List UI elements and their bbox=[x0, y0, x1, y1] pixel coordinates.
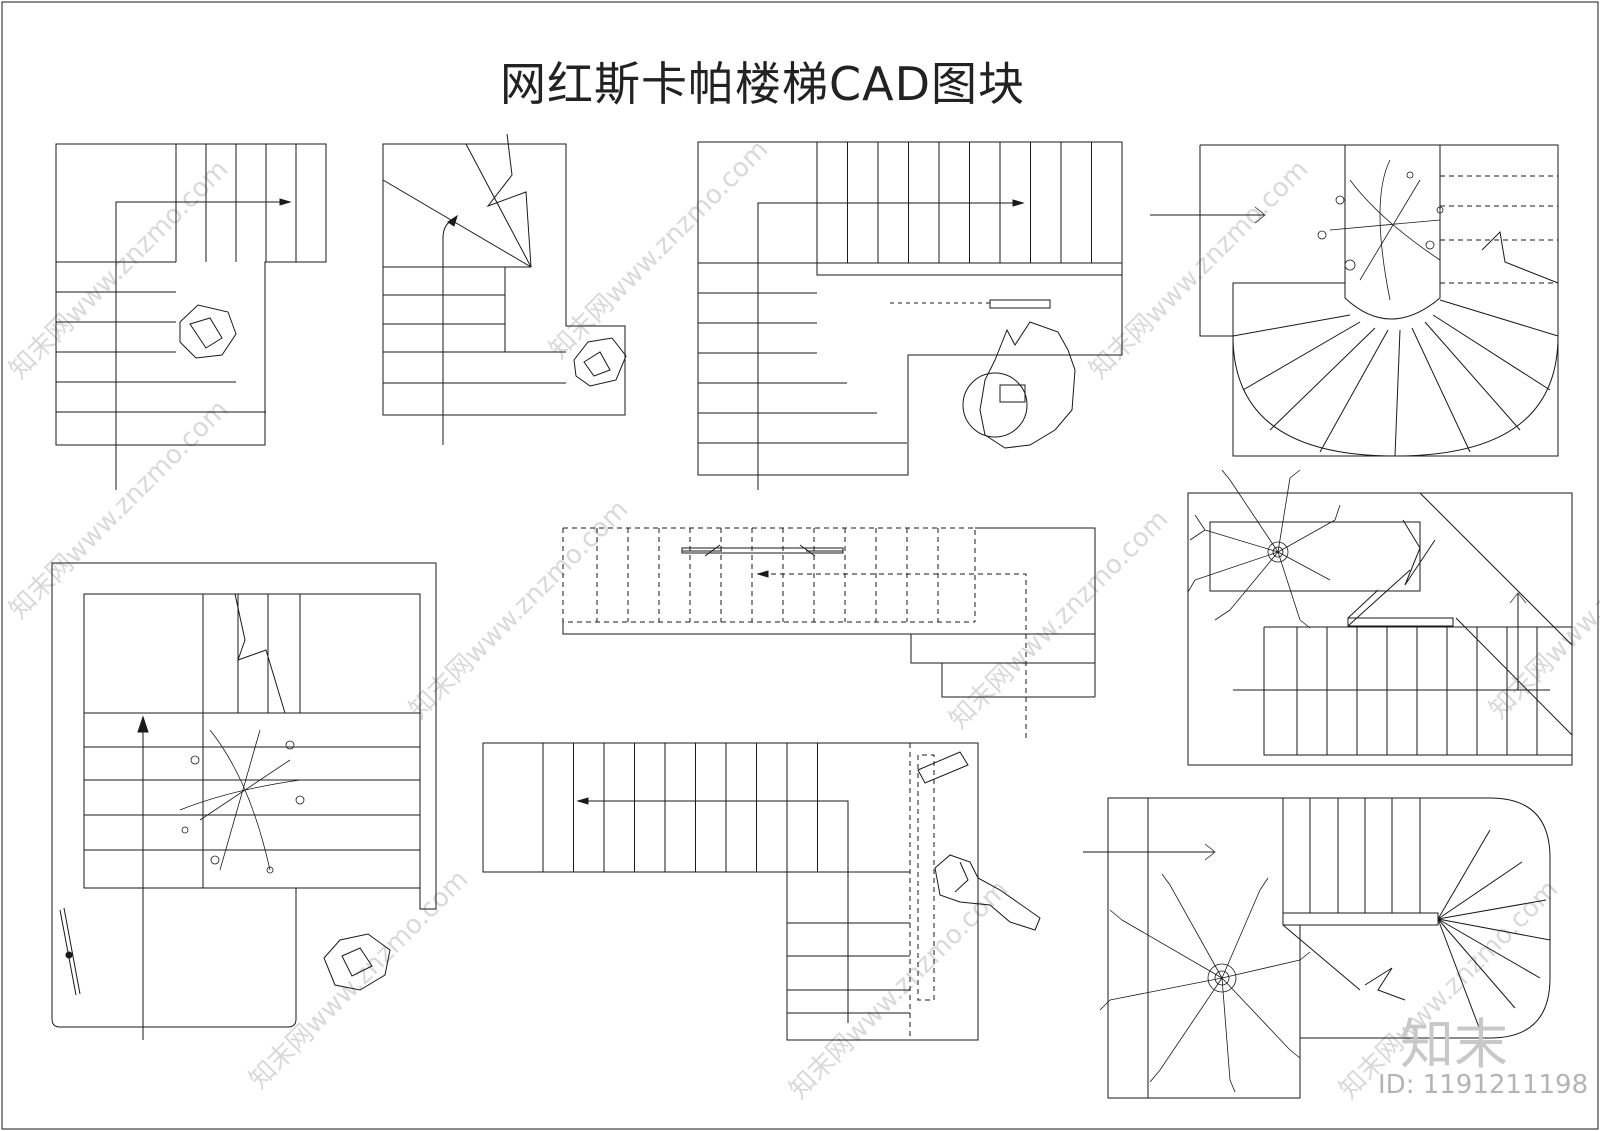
tree-icon bbox=[1187, 469, 1341, 629]
watermark-layer: 知末网www.znzmo.com 知末网www.znzmo.com 知末网www… bbox=[4, 134, 1600, 1105]
watermark-8: 知末网www.znzmo.com bbox=[244, 864, 475, 1095]
watermark-4: 知末网www.znzmo.com bbox=[4, 394, 235, 625]
plan-dashed-straight-stair bbox=[562, 527, 1096, 738]
person-topview-icon bbox=[962, 321, 1076, 449]
watermark-2: 知末网www.znzmo.com bbox=[544, 134, 775, 365]
tree-icon bbox=[179, 729, 305, 874]
brand-logo-text: 知末 bbox=[1400, 1013, 1508, 1076]
watermark-5: 知末网www.znzmo.com bbox=[404, 494, 635, 725]
plan-u-turn-stair bbox=[697, 141, 1123, 490]
plan-spiral-landing-stair bbox=[1150, 144, 1559, 457]
rock-icon bbox=[323, 933, 391, 991]
plan-tree-landing-stair bbox=[1187, 469, 1573, 766]
rock-icon bbox=[179, 304, 237, 359]
sheet-title: 网红斯卡帕楼梯CAD图块 bbox=[500, 57, 1026, 111]
plan-curved-stair-with-tree bbox=[1083, 797, 1551, 1099]
plan-l-stair-with-person bbox=[482, 742, 1041, 1041]
asset-id-label: ID: 1191211198 bbox=[1378, 1070, 1589, 1100]
plan-winder-stair bbox=[382, 133, 627, 445]
watermark-6: 知末网www.znzmo.com bbox=[944, 504, 1175, 735]
plan-l-shaped-stair bbox=[55, 143, 327, 490]
walking-person-icon bbox=[934, 854, 1041, 931]
watermark-3: 知末网www.znzmo.com bbox=[1084, 154, 1315, 385]
tree-icon bbox=[1099, 873, 1311, 1093]
watermark-1: 知末网www.znzmo.com bbox=[4, 154, 235, 385]
tree-icon bbox=[1317, 159, 1444, 301]
rock-icon bbox=[573, 337, 627, 387]
plan-u-stair-tree-rock bbox=[51, 562, 437, 1040]
